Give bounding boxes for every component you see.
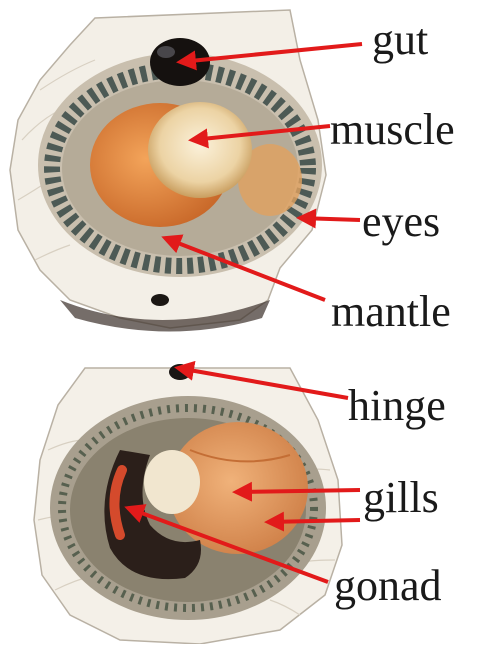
label-gonad: gonad [334,564,442,608]
label-hinge: hinge [348,384,446,428]
label-eyes: eyes [362,200,440,244]
bottom-scallop [34,364,342,644]
top-gut-highlight [157,46,175,58]
label-mantle: mantle [331,290,451,334]
label-muscle: muscle [330,108,455,152]
label-gut: gut [372,18,428,62]
arrow-eyes [300,218,360,220]
arrow-gills-upper [236,490,360,492]
top-hinge-nub [151,294,169,306]
top-adductor-muscle [148,102,252,198]
bottom-muscle [144,450,200,514]
arrow-gills-lower [268,520,360,522]
label-gills: gills [363,476,439,520]
